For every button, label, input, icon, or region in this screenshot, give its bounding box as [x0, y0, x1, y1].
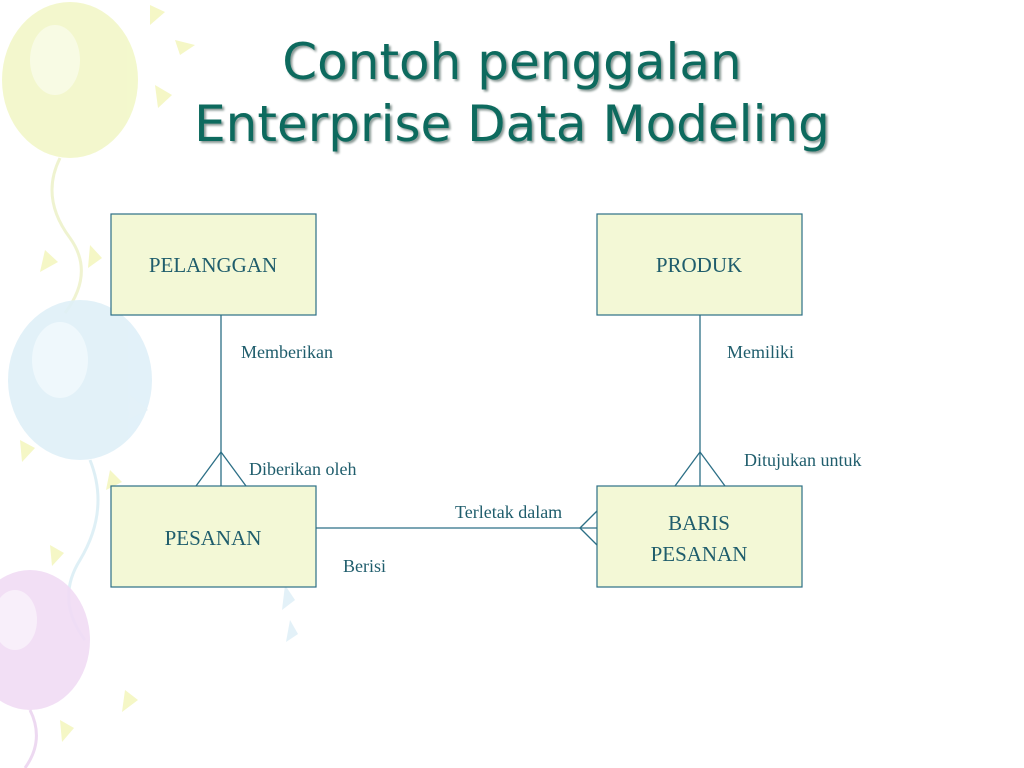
entity-baris-pesanan-label-line-2: PESANAN — [651, 542, 748, 566]
rel-label-terletak-dalam: Terletak dalam — [455, 502, 562, 522]
entity-pesanan-label: PESANAN — [165, 526, 262, 550]
confetti-blue-icon — [128, 395, 298, 642]
entity-pelanggan[interactable]: PELANGGAN — [110, 213, 317, 316]
entity-baris-pesanan[interactable]: BARIS PESANAN — [596, 485, 803, 588]
rel-label-memiliki: Memiliki — [727, 342, 794, 362]
entity-produk[interactable]: PRODUK — [596, 213, 803, 316]
yellow-balloon-icon — [2, 2, 138, 314]
entity-pelanggan-label: PELANGGAN — [149, 253, 277, 277]
slide-title-line-2: Enterprise Data Modeling — [194, 95, 830, 153]
entity-baris-pesanan-label-line-1: BARIS — [668, 511, 730, 535]
rel-label-berisi: Berisi — [343, 556, 386, 576]
entity-pesanan[interactable]: PESANAN — [110, 485, 317, 588]
confetti-icon — [20, 5, 195, 742]
rel-label-ditujukan-untuk: Ditujukan untuk — [744, 450, 862, 470]
rel-label-diberikan-oleh: Diberikan oleh — [249, 459, 356, 479]
rel-label-memberikan: Memberikan — [241, 342, 333, 362]
crows-foot-pesanan-icon — [195, 451, 247, 487]
crows-foot-baris-pesanan-top-icon — [674, 451, 726, 487]
slide-title-line-1: Contoh penggalan — [282, 33, 742, 91]
entity-produk-label: PRODUK — [656, 253, 742, 277]
crows-foot-baris-pesanan-left-icon — [579, 510, 598, 546]
purple-balloon-icon — [0, 570, 90, 768]
